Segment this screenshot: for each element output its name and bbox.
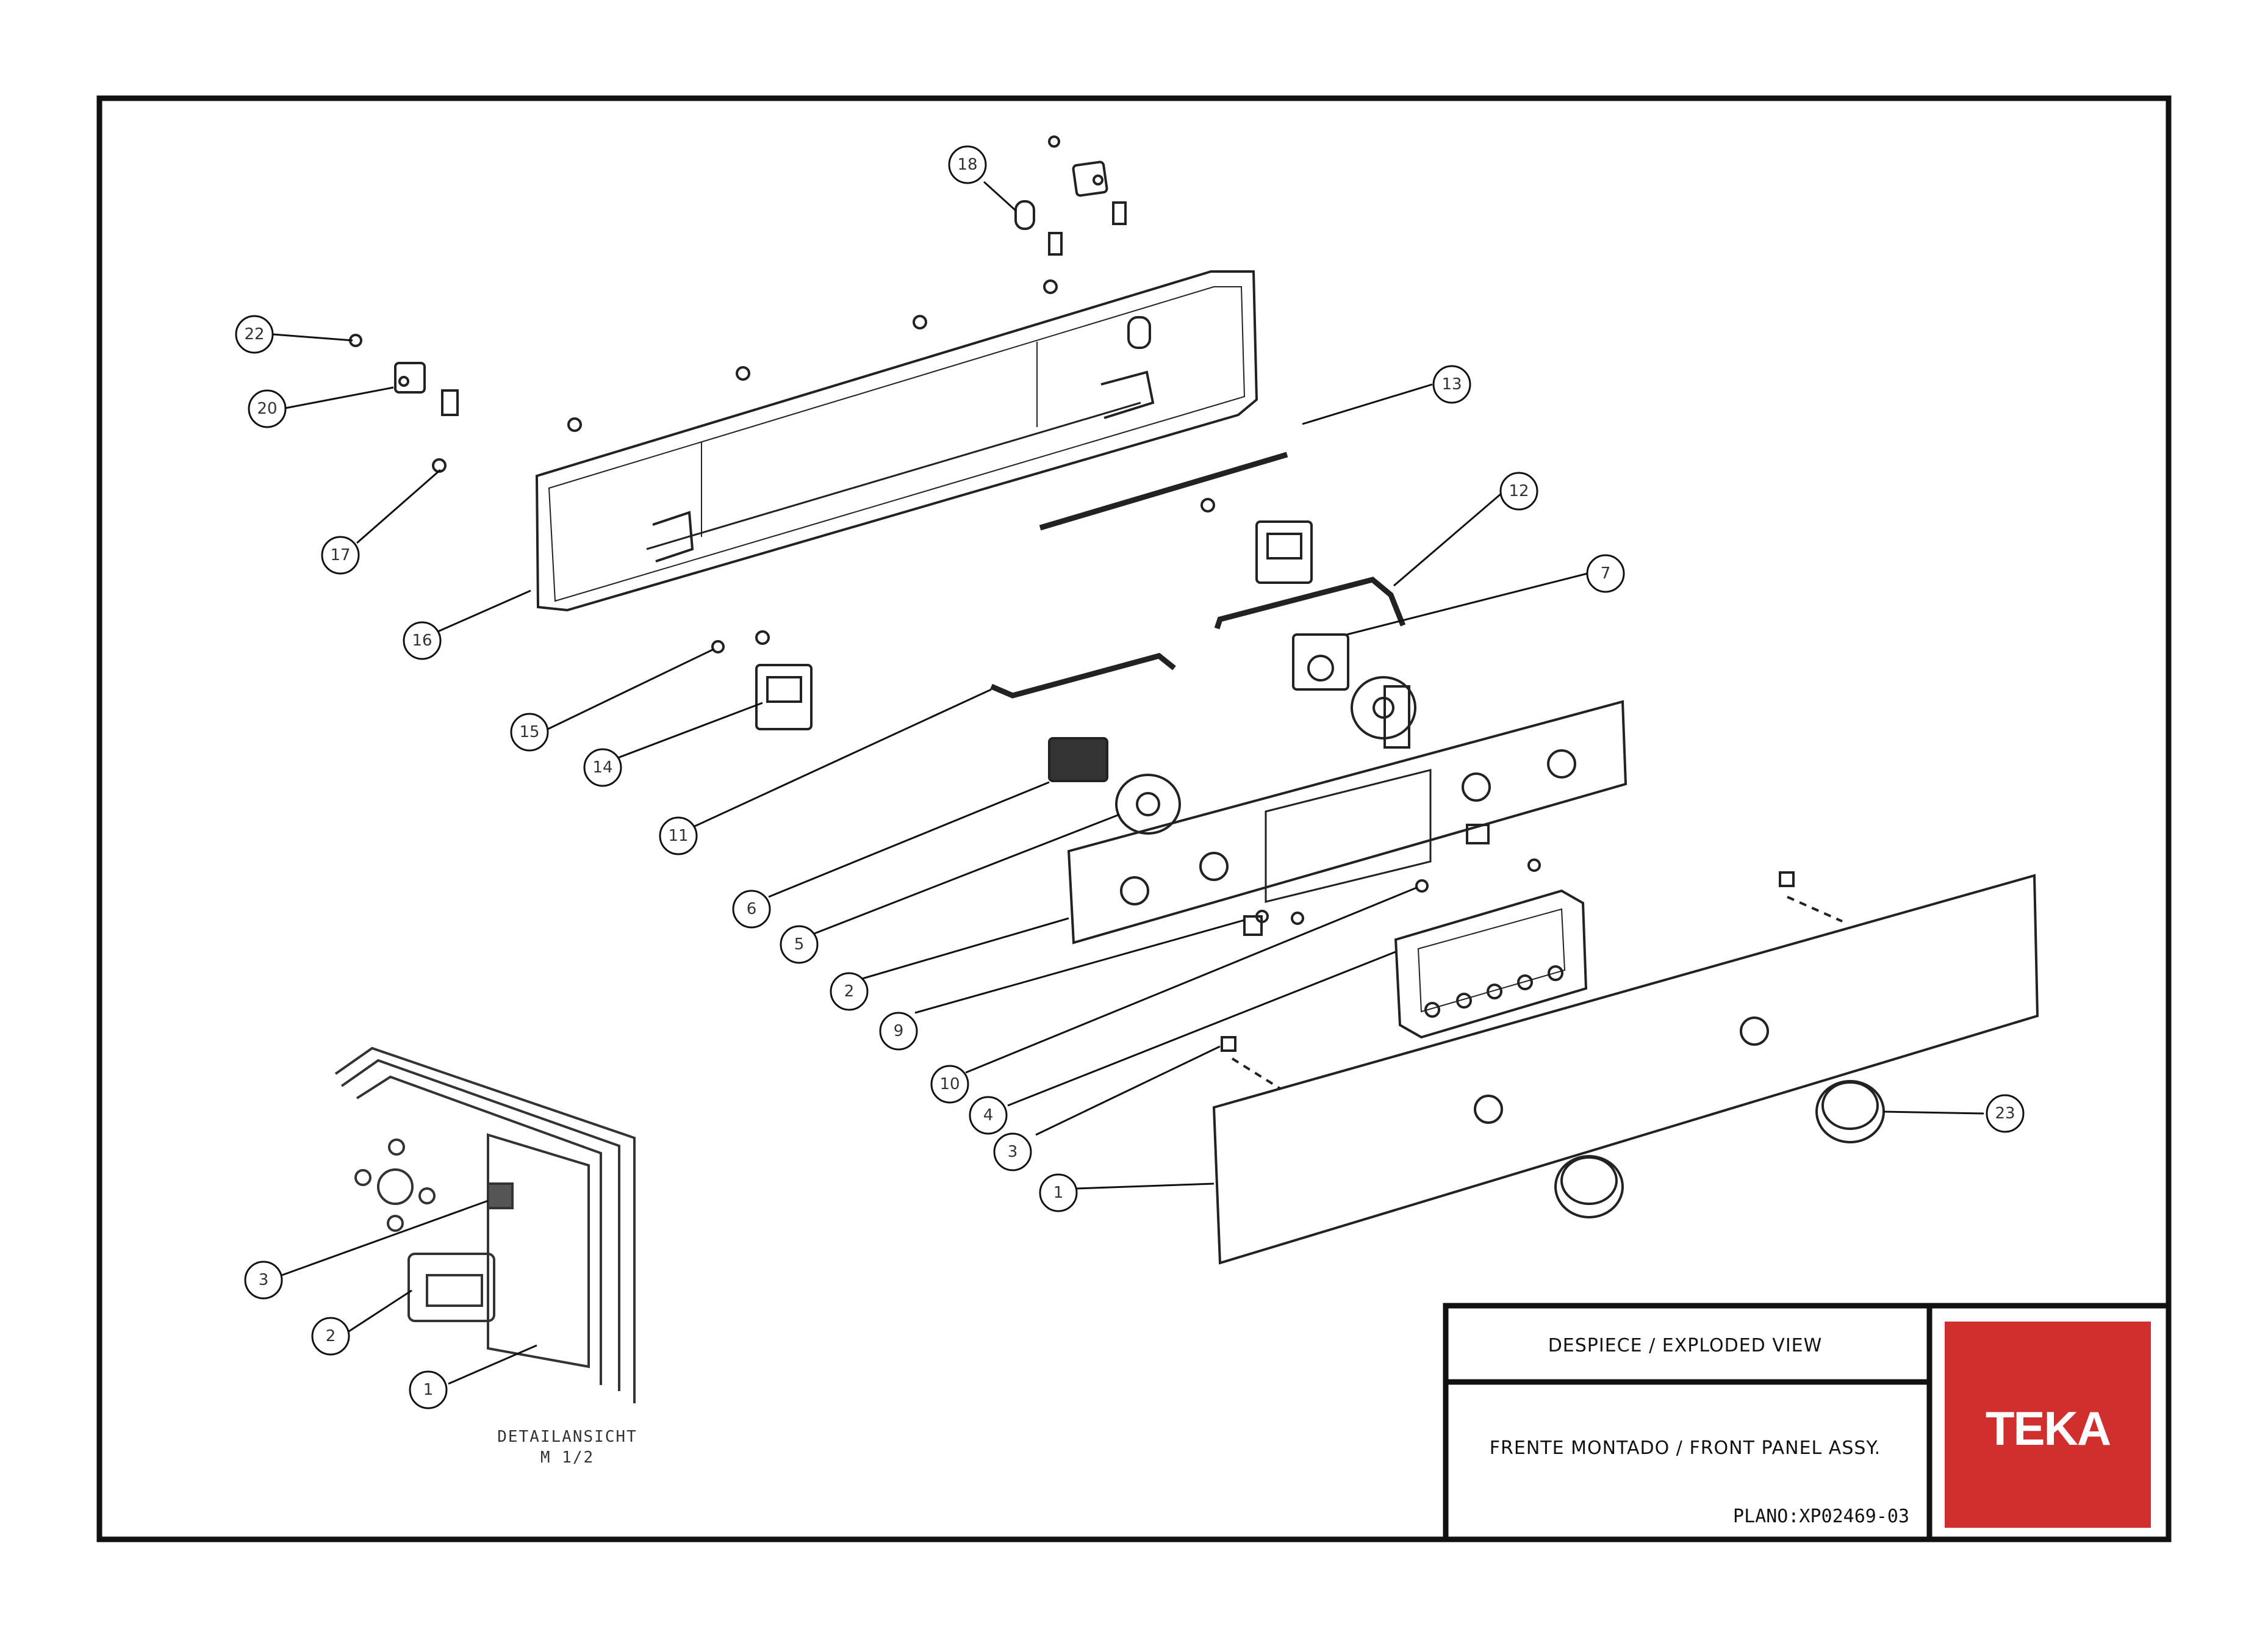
rear-frame-part-16 <box>535 270 1258 612</box>
detail-callout-1: 1 <box>423 1381 434 1399</box>
callout-13: 13 <box>1441 375 1462 394</box>
cable-harnesses <box>990 452 1406 699</box>
callout-1: 1 <box>1053 1184 1064 1202</box>
title-block-description: FRENTE MONTADO / FRONT PANEL ASSY. <box>1489 1437 1881 1459</box>
callout-20: 20 <box>257 400 277 418</box>
teka-logo: TEKA <box>1945 1322 2151 1528</box>
callout-16: 16 <box>412 631 432 650</box>
front-panel-part-1 <box>1212 871 2039 1265</box>
switch-connectors <box>755 520 1349 782</box>
callout-15: 15 <box>519 723 539 741</box>
title-block-heading: DESPIECE / EXPLODED VIEW <box>1548 1335 1823 1356</box>
screws-group <box>349 135 1541 925</box>
leader-lines <box>273 181 1984 1385</box>
detail-callout-2: 2 <box>326 1327 336 1345</box>
knob-23 <box>1554 1080 1885 1218</box>
callout-bubbles <box>235 145 2025 1409</box>
detail-callout-3: 3 <box>259 1271 269 1289</box>
detail-view <box>334 1046 636 1403</box>
brackets <box>394 160 1127 416</box>
callout-22: 22 <box>244 325 264 344</box>
callout-14: 14 <box>592 758 612 777</box>
callout-23: 23 <box>1995 1104 2015 1123</box>
display-module-part-4 <box>1394 889 1588 1039</box>
callout-10: 10 <box>939 1075 960 1093</box>
detail-caption: DETAILANSICHT M 1/2 <box>464 1427 671 1468</box>
detail-caption-line2: M 1/2 <box>540 1448 595 1467</box>
callout-2: 2 <box>844 982 855 1001</box>
drawing-number: PLANO:XP02469-03 <box>1733 1506 1909 1527</box>
drawing-frame <box>96 95 2172 1542</box>
callout-6: 6 <box>747 900 757 918</box>
callout-7: 7 <box>1601 564 1611 583</box>
callout-3: 3 <box>1008 1143 1018 1161</box>
callout-numbers: 18 22 20 17 16 13 12 7 15 14 11 6 5 2 9 … <box>244 156 2015 1399</box>
callout-4: 4 <box>983 1106 994 1124</box>
callout-18: 18 <box>957 156 977 174</box>
control-board-part-2 <box>1067 700 1627 944</box>
callout-12: 12 <box>1509 482 1529 500</box>
callout-11: 11 <box>668 827 688 845</box>
callout-5: 5 <box>794 935 805 954</box>
teka-logo-text: TEKA <box>1985 1401 2111 1455</box>
callout-9: 9 <box>894 1022 904 1040</box>
detail-caption-line1: DETAILANSICHT <box>497 1428 637 1446</box>
washers <box>1115 676 1416 835</box>
callout-17: 17 <box>330 546 350 564</box>
title-block <box>1443 1303 2172 1542</box>
